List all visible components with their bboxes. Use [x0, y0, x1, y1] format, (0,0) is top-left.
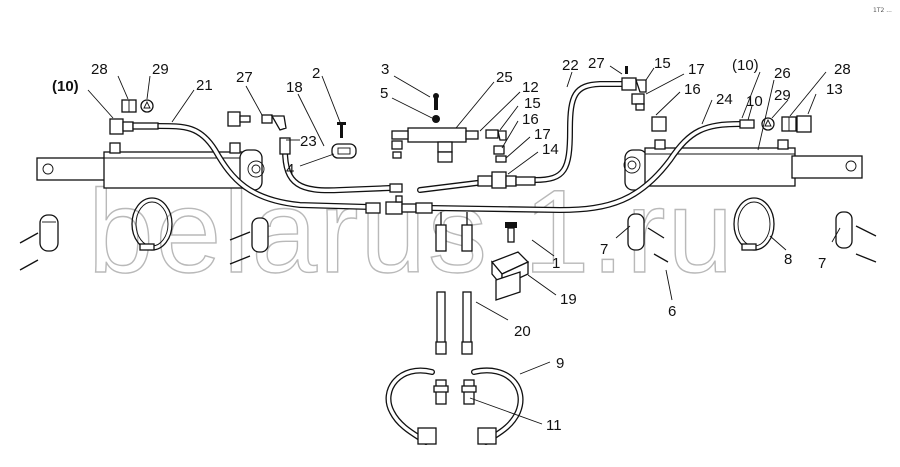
- callout-25: 25: [496, 69, 513, 86]
- callout-28-right: 28: [834, 61, 851, 78]
- washer-5: [432, 115, 440, 123]
- callout-7-right: 7: [818, 255, 826, 272]
- callout-24: 24: [716, 91, 733, 108]
- callout-28: 28: [91, 61, 108, 78]
- pin-7-left-2: [229, 217, 269, 265]
- bolt-3: [433, 93, 439, 110]
- fitting-28-left: [121, 99, 137, 113]
- callout-3: 3: [381, 61, 389, 78]
- tee-connector-left: [365, 183, 433, 215]
- hose-9: [385, 367, 524, 445]
- pin-7-left: [19, 214, 59, 271]
- callout-7-center: 7: [600, 241, 608, 258]
- callout-16-center: 16: [522, 111, 539, 128]
- callout-2: 2: [312, 65, 320, 82]
- clamp-block-19: [490, 251, 530, 301]
- fitting-11: [433, 379, 477, 405]
- hose-12: [417, 179, 488, 193]
- callout-1: 1: [552, 255, 560, 272]
- seal-29-left: [140, 99, 154, 113]
- fitting-10-right: [739, 119, 755, 129]
- callout-22: 22: [562, 57, 579, 74]
- clamp-4: [331, 143, 357, 159]
- callout-13: 13: [826, 81, 843, 98]
- callout-26: 26: [774, 65, 791, 82]
- callout-27: 27: [236, 69, 253, 86]
- callout-10: (10): [52, 78, 79, 95]
- callout-18: 18: [286, 79, 303, 96]
- fitting-15-center: [493, 145, 505, 155]
- pin-7-far-right: [835, 211, 877, 263]
- callout-10-paren-right: (10): [732, 57, 759, 74]
- callout-5: 5: [380, 85, 388, 102]
- callout-29-right: 29: [774, 87, 791, 104]
- callout-23: 23: [300, 133, 317, 150]
- clamp-8-left: [131, 197, 173, 251]
- callout-14: 14: [542, 141, 559, 158]
- tube-20: [435, 212, 473, 355]
- callout-27-right: 27: [588, 55, 605, 72]
- hose-end-23: [279, 137, 291, 155]
- clamp-8-right: [733, 197, 775, 251]
- callout-6: 6: [668, 303, 676, 320]
- callout-8: 8: [784, 251, 792, 268]
- leader-lines: [87, 65, 841, 425]
- callout-9: 9: [556, 355, 564, 372]
- right-hydraulic-cylinder: [623, 139, 863, 191]
- callout-11: 11: [546, 417, 562, 434]
- fitting-16-center: [495, 155, 507, 163]
- callout-21: 21: [196, 77, 213, 94]
- corner-mark: 1T2 ...: [873, 7, 892, 14]
- tee-14: [477, 171, 536, 189]
- hose-21: [155, 123, 373, 210]
- callout-19: 19: [560, 291, 577, 308]
- callout-12: 12: [522, 79, 539, 96]
- bolt-1: [505, 222, 517, 243]
- callout-labels: 28 29 (10) 21 27 18 2 23 4 3 5 25 12 15 …: [52, 55, 851, 434]
- callout-17-center: 17: [534, 126, 551, 143]
- callout-20: 20: [514, 323, 531, 340]
- hose-23: [282, 147, 393, 194]
- fitting-13: [796, 115, 812, 133]
- fitting-28-right: [781, 116, 797, 132]
- callout-15-right: 15: [654, 55, 671, 72]
- hose-24: [429, 121, 743, 214]
- fitting-27-right: [621, 66, 667, 132]
- callout-4: 4: [286, 161, 294, 178]
- fitting-10-left: [109, 118, 159, 135]
- pin-7-right: [627, 213, 669, 263]
- callout-15-center: 15: [524, 95, 541, 112]
- hose-22: [532, 81, 625, 183]
- left-hydraulic-cylinder: [36, 142, 265, 191]
- callout-10-right: 10: [746, 93, 763, 110]
- callout-17-right: 17: [688, 61, 705, 78]
- bolt-2: [337, 122, 346, 138]
- callout-16-right: 16: [684, 81, 701, 98]
- distribution-block-25: [391, 127, 507, 163]
- fitting-27-left: [227, 111, 287, 131]
- callout-29: 29: [152, 61, 169, 78]
